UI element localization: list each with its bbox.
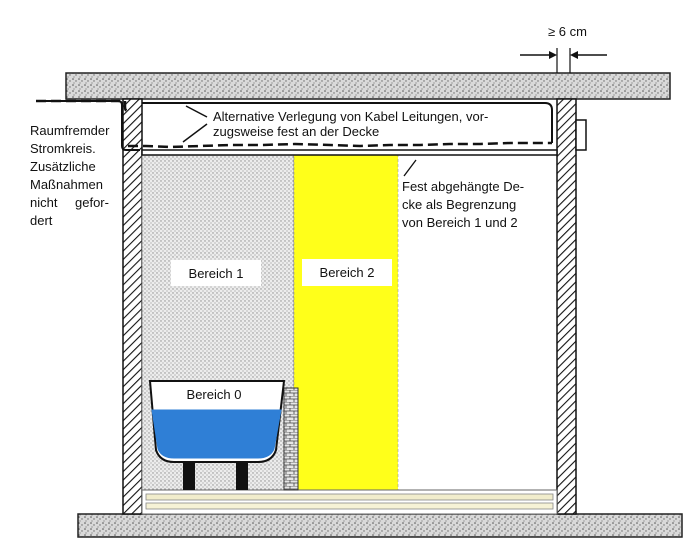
right-wall [556, 98, 577, 515]
zone-1-label-box [171, 260, 261, 286]
left-note-line-2: Stromkreis. [30, 141, 96, 156]
ceiling-note-pointer [403, 159, 417, 177]
floor-finish-stripe-lower [145, 502, 554, 510]
suspended-ceiling [141, 149, 558, 156]
alternative-routing-line-2: zugsweise fest an der Decke [213, 124, 379, 139]
bathtub-side-wall [283, 387, 299, 491]
ceiling-slab [65, 72, 671, 100]
ceiling-note-line-1: Fest abgehängte De- [402, 179, 524, 194]
cable-under-ceiling [36, 100, 140, 151]
zone-2-label: Bereich 2 [320, 265, 375, 280]
left-wall [122, 98, 143, 515]
clearance-arrowhead-left [549, 51, 557, 59]
zone-2-area [293, 152, 399, 491]
ceiling-note-line-2: cke als Begrenzung [402, 197, 516, 212]
ceiling-note-line-3: von Bereich 1 und 2 [402, 215, 518, 230]
left-note-line-7: dert [30, 213, 53, 228]
zone-1-label: Bereich 1 [189, 266, 244, 281]
clearance-arrowhead-right [570, 51, 578, 59]
bathtub-foot-left [183, 462, 195, 490]
left-note-line-3: Zusätzliche [30, 159, 96, 174]
bathtub-water [151, 409, 282, 459]
alternative-pointer-top [185, 105, 208, 118]
alternative-routing-line-1: Alternative Verlegung von Kabel Leitunge… [213, 109, 488, 124]
left-note-line-6: gefor- [75, 195, 109, 210]
left-note-line-5: nicht [30, 195, 58, 210]
clearance-label: ≥ 6 cm [548, 24, 587, 39]
alternative-pointer-bottom [182, 123, 208, 143]
bathtub-foot-right [236, 462, 248, 490]
floor-finish-stripe [145, 493, 554, 501]
zone-0-label: Bereich 0 [187, 387, 242, 402]
left-note-line-1: Raumfremder [30, 123, 110, 138]
junction-box [575, 119, 587, 151]
cable-surface-route [142, 102, 553, 143]
zone-2-label-box [302, 259, 392, 286]
zone-0-label-box [160, 384, 268, 406]
floor-slab [77, 513, 683, 538]
left-note-line-4: Maßnahmen [30, 177, 103, 192]
